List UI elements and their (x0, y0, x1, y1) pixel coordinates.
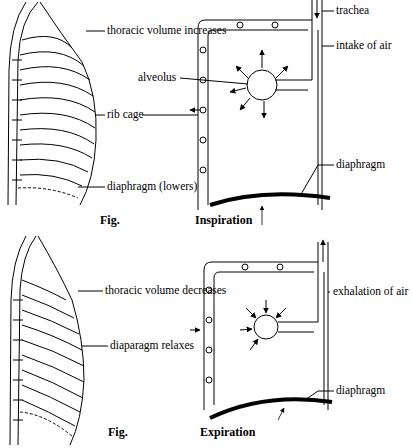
part-label: diaphragm (336, 384, 385, 397)
part-label: alveolus (138, 71, 176, 84)
flow-label: intake of air (336, 39, 392, 52)
region-label: thoracic volume decreases (105, 284, 226, 297)
figure-prefix: Fig. (100, 214, 120, 227)
figure-title: Inspiration (195, 214, 252, 227)
chest-side-view (10, 236, 84, 445)
part-label: diaphragm (336, 158, 385, 171)
part-label: rib cage (107, 108, 144, 121)
figure-prefix: Fig. (108, 426, 128, 439)
region-label: thoracic volume increases (107, 24, 226, 37)
leader-lines (78, 11, 334, 196)
thorax-model (190, 240, 332, 420)
figure-title: Expiration (200, 426, 255, 439)
part-label: diaparagm relaxes (110, 339, 194, 352)
chest-side-view (8, 2, 96, 205)
part-label: trachea (336, 4, 369, 17)
flow-label: exhalation of air (333, 285, 408, 298)
leader-lines (78, 291, 334, 400)
part-label: diaphragm (lowers) (107, 180, 197, 193)
